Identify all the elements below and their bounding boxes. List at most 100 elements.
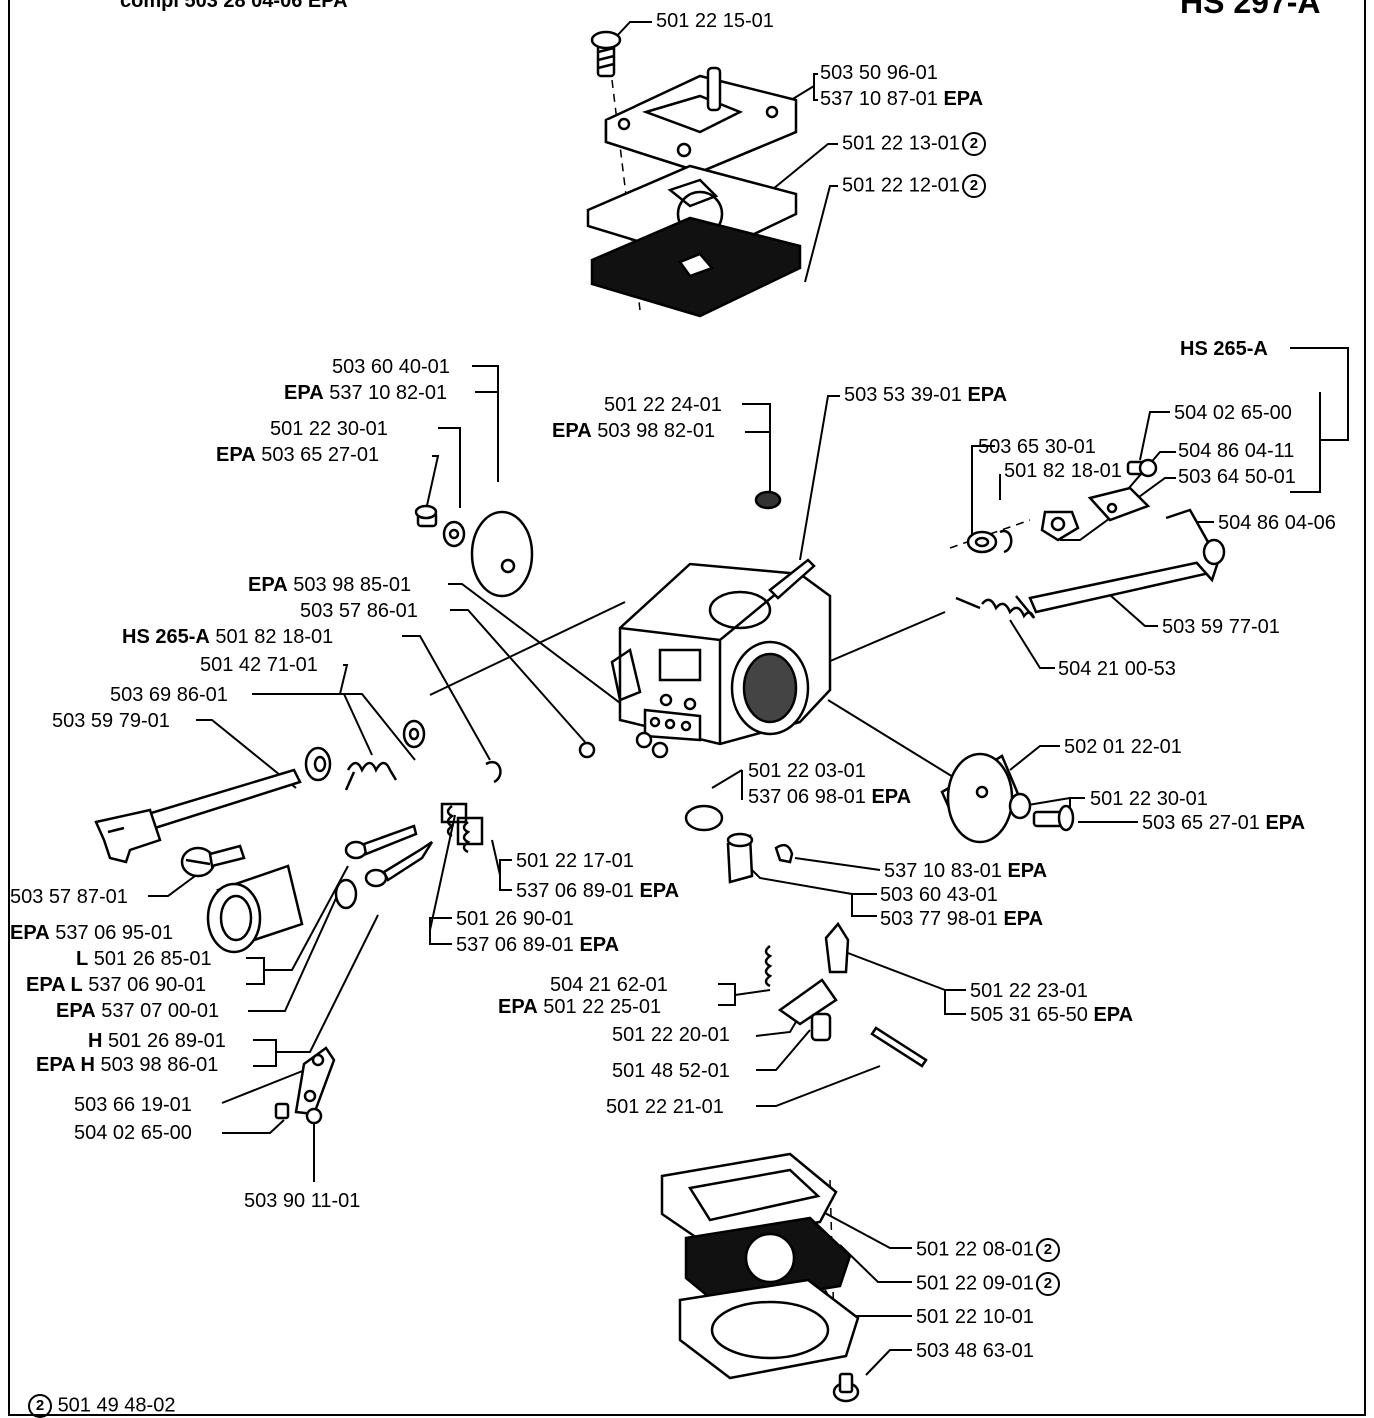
part-label: 503 57 87-01 bbox=[10, 886, 128, 908]
leader-line bbox=[1009, 619, 1055, 669]
carburetor-body bbox=[610, 562, 832, 746]
part-label: 501 48 52-01 bbox=[612, 1060, 730, 1082]
leader-line bbox=[799, 395, 840, 561]
leader-line bbox=[264, 865, 349, 971]
marker-2: 2 bbox=[961, 174, 986, 198]
leader-line bbox=[839, 1244, 912, 1283]
marker-2: 2 bbox=[1035, 1238, 1060, 1262]
leader-line bbox=[1109, 594, 1158, 627]
part-label: 504 02 65-00 bbox=[1174, 402, 1292, 424]
part-label: 504 86 04-06 bbox=[1218, 512, 1336, 534]
leader-line bbox=[614, 21, 652, 39]
leader-line bbox=[448, 583, 641, 719]
part-label: H 501 26 89-01 bbox=[88, 1030, 226, 1052]
leader-line bbox=[711, 769, 743, 789]
part-label: 537 06 89-01 EPA bbox=[516, 880, 680, 902]
leader-line bbox=[148, 875, 196, 897]
leader-line bbox=[1290, 347, 1349, 441]
part-label: 537 06 98-01 EPA bbox=[748, 786, 912, 808]
leader-line bbox=[429, 814, 456, 931]
leader-line bbox=[827, 699, 959, 781]
part-label: L 501 26 85-01 bbox=[76, 948, 212, 970]
leader-line bbox=[221, 1067, 311, 1104]
metering-cover bbox=[678, 1278, 860, 1380]
part-label: 501 82 18-01 bbox=[1004, 460, 1122, 482]
part-label: 501 22 03-01 bbox=[748, 760, 866, 782]
leader-line bbox=[742, 403, 771, 495]
part-label: 501 22 10-01 bbox=[916, 1306, 1034, 1328]
part-label: 537 10 83-01 EPA bbox=[884, 860, 1048, 882]
choke-shaft bbox=[94, 768, 302, 864]
part-label: 501 22 23-01 bbox=[970, 980, 1088, 1002]
leader-line bbox=[253, 1039, 277, 1067]
part-label: 501 22 17-01 bbox=[516, 850, 634, 872]
part-label: 504 21 62-01 bbox=[550, 974, 668, 996]
leader-line bbox=[425, 455, 440, 511]
part-label: 503 53 39-01 EPA bbox=[844, 384, 1008, 406]
part-label: EPA 537 07 00-01 bbox=[56, 1000, 220, 1022]
fuel-inlet-nipple bbox=[768, 558, 816, 600]
part-label: 503 90 11-01 bbox=[244, 1190, 361, 1212]
part-label: EPA 537 10 82-01 bbox=[284, 382, 448, 404]
leader-line bbox=[809, 1204, 912, 1249]
part-label: 503 50 96-01 bbox=[820, 62, 938, 84]
pump-diaphragm bbox=[590, 216, 802, 318]
leader-line bbox=[747, 865, 853, 895]
part-label: 503 65 27-01 EPA bbox=[1142, 812, 1306, 834]
leader-line bbox=[813, 73, 818, 101]
choke-small-parts bbox=[304, 719, 669, 791]
leader-line bbox=[865, 1349, 912, 1376]
part-label: EPA H 503 98 86-01 bbox=[36, 1054, 219, 1076]
leader-line bbox=[1139, 411, 1170, 461]
part-label: EPA 503 65 27-01 bbox=[216, 444, 380, 466]
part-label: EPA 503 98 85-01 bbox=[248, 574, 412, 596]
leader-line bbox=[794, 857, 881, 871]
fuel-filter-screen bbox=[754, 490, 782, 510]
part-label: EPA 537 06 95-01 bbox=[10, 922, 174, 944]
top-note: compl 503 28 04-06 EPA bbox=[120, 0, 348, 12]
leader-line bbox=[472, 365, 499, 482]
part-label: 501 22 21-01 bbox=[606, 1096, 724, 1118]
part-label: 501 22 15-01 bbox=[656, 10, 774, 32]
leader-line bbox=[839, 949, 946, 991]
part-label: 503 60 40-01 bbox=[332, 356, 450, 378]
part-label: 503 65 30-01 bbox=[978, 436, 1096, 458]
part-label: 503 64 50-01 bbox=[1178, 466, 1296, 488]
leader-line bbox=[222, 1119, 285, 1134]
part-label: 504 02 65-00 bbox=[74, 1122, 192, 1144]
part-label: 503 59 77-01 bbox=[1162, 616, 1280, 638]
pump-cover bbox=[604, 66, 798, 174]
throttle-parts bbox=[955, 458, 1226, 619]
needle-valve-parts bbox=[764, 921, 928, 1068]
part-label: EPA 503 98 82-01 bbox=[552, 420, 716, 442]
part-label: 504 86 04-11 bbox=[1178, 440, 1295, 462]
leader-line bbox=[1009, 745, 1060, 771]
marker-2: 2 bbox=[28, 1394, 52, 1418]
part-label: 504 21 00-53 bbox=[1058, 658, 1176, 680]
leader-line bbox=[338, 664, 416, 761]
leader-line bbox=[804, 185, 838, 283]
leader-line bbox=[246, 957, 265, 985]
marker-2: 2 bbox=[1035, 1272, 1060, 1296]
part-label: EPA 501 22 25-01 bbox=[498, 996, 662, 1018]
limiter-cap bbox=[206, 864, 304, 954]
leader-line bbox=[499, 859, 512, 891]
part-label: 501 22 30-01 bbox=[270, 418, 388, 440]
leader-line bbox=[450, 609, 586, 743]
top-screw bbox=[590, 30, 622, 78]
needle-bracket bbox=[274, 1046, 336, 1125]
leader-line bbox=[196, 719, 297, 789]
leader-line bbox=[761, 143, 838, 199]
part-label: 503 69 86-01 bbox=[110, 684, 228, 706]
leader-line bbox=[252, 693, 373, 756]
metering-parts bbox=[684, 752, 1075, 884]
part-label: 503 60 43-01 bbox=[880, 884, 998, 906]
leader-line bbox=[438, 427, 461, 508]
leader-line bbox=[827, 611, 946, 663]
bottom-screw bbox=[832, 1372, 860, 1403]
